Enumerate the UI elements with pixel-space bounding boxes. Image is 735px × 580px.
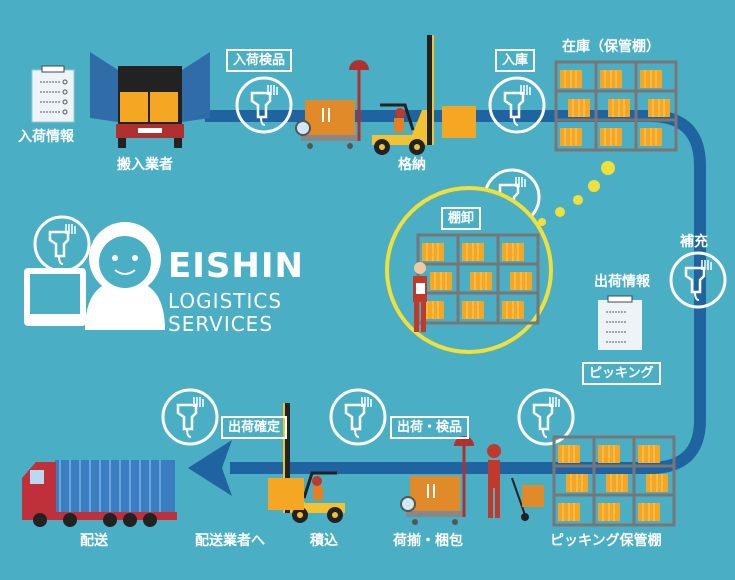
- label-shipping-inspection: 出荷・検品: [390, 416, 470, 439]
- label-arrival-inspection: 入荷検品: [226, 49, 293, 72]
- label-shipping-info: 出荷情報: [594, 274, 650, 290]
- flow-arrowhead: [188, 440, 232, 496]
- forklift-icon: [370, 33, 436, 157]
- scale-cart-icon: [294, 58, 371, 151]
- pallet-boxes: [268, 478, 304, 510]
- truck-icon: [90, 52, 210, 148]
- brand-name: EISHIN: [168, 246, 304, 286]
- label-picking-shelf: ピッキング保管棚: [550, 533, 662, 549]
- operator-icon: [24, 215, 165, 330]
- clipboard-icon: [598, 295, 642, 350]
- label-arrival-info: 入荷情報: [18, 129, 74, 145]
- scale-cart-icon: [399, 434, 476, 527]
- label-warehousing: 入庫: [495, 49, 536, 72]
- worker-icon: [413, 262, 427, 332]
- barcode-scanner-icon: [235, 76, 293, 134]
- brand-line2: LOGISTICS: [168, 289, 283, 313]
- shelf-icon: [556, 62, 676, 150]
- label-loading: 積込: [310, 533, 338, 549]
- shelf-icon: [554, 437, 674, 525]
- brand-line3: SERVICES: [168, 312, 274, 336]
- label-picking: ピッキング: [582, 362, 661, 385]
- label-stock-shelf: 在庫（保管棚）: [562, 39, 660, 55]
- barcode-scanner-icon: [488, 76, 546, 134]
- label-shipping-confirm: 出荷確定: [221, 416, 288, 439]
- label-stocktaking: 棚卸: [441, 207, 482, 230]
- label-storing: 格納: [398, 157, 426, 173]
- label-replenish: 補充: [680, 234, 708, 250]
- label-to-carrier: 配送業者へ: [195, 533, 265, 549]
- worker-icon: [487, 444, 544, 521]
- truck-icon: [22, 460, 177, 527]
- label-carrier-in: 搬入業者: [117, 157, 173, 173]
- clipboard-icon: [31, 65, 75, 123]
- dotted-trail: [538, 161, 615, 226]
- label-packing: 荷揃・梱包: [393, 533, 463, 549]
- pallet-boxes: [442, 106, 476, 138]
- barcode-scanner-icon: [329, 388, 387, 446]
- shelf-icon: [418, 235, 538, 323]
- label-delivery: 配送: [80, 533, 108, 549]
- barcode-scanner-icon: [161, 388, 219, 446]
- brand-tagline: LOGISTICS SERVICES: [168, 290, 282, 336]
